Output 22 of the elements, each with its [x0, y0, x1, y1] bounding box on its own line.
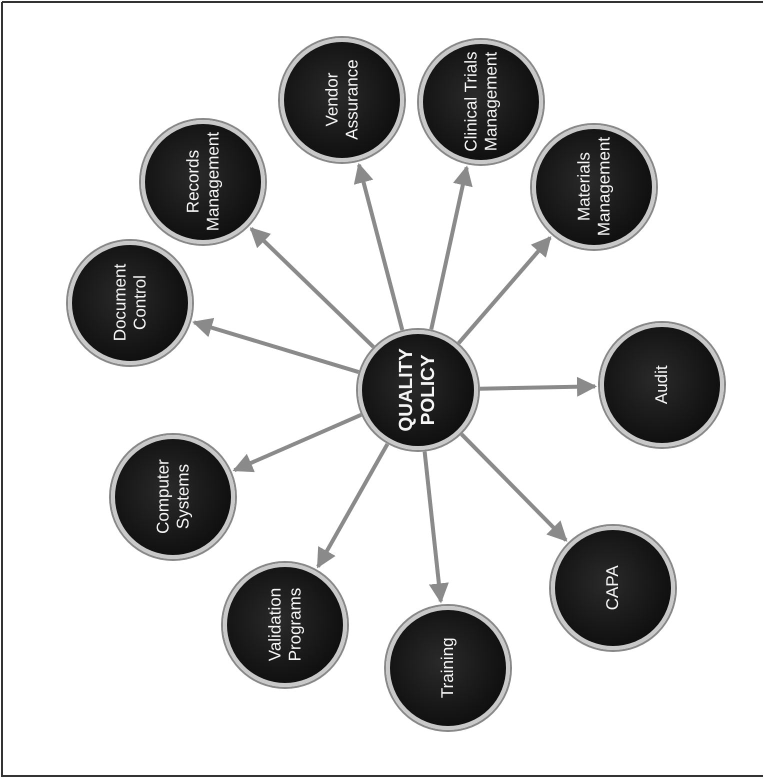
node-label: Vendor Assurance — [322, 58, 362, 142]
arrow — [460, 432, 568, 542]
node-label: CAPA — [603, 564, 623, 613]
node-label: Records Management — [183, 131, 223, 234]
node-label: Clinical Trials Management — [461, 50, 501, 154]
node-label: Training — [438, 636, 458, 700]
node-label: Audit — [652, 364, 672, 406]
arrow — [316, 442, 390, 568]
node-label: Materials Management — [574, 136, 614, 239]
arrow — [250, 227, 375, 348]
arrow — [232, 412, 362, 472]
arrow — [354, 162, 404, 331]
arrow — [429, 166, 473, 330]
node-label: Computer Systems — [153, 458, 193, 536]
arrow — [422, 451, 449, 604]
arrow — [480, 376, 598, 397]
arrow — [192, 318, 360, 374]
node-label: Document Control — [110, 262, 150, 344]
circle-node — [358, 330, 478, 450]
node-label: QUALITY POLICY — [396, 347, 440, 434]
node-label: Validation Programs — [265, 587, 305, 664]
arrow — [457, 236, 552, 344]
